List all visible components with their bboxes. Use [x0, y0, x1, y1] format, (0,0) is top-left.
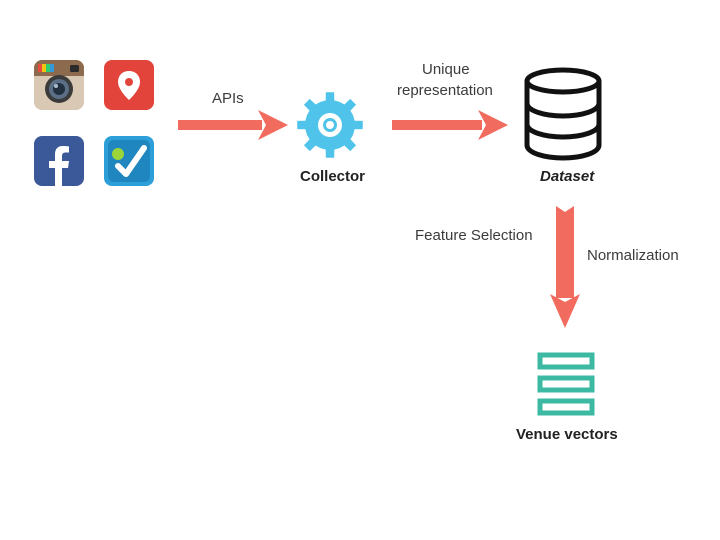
vector-stack-icon — [536, 351, 596, 419]
gear-icon — [296, 91, 364, 159]
feature-normalization-arrow — [548, 206, 582, 330]
map-pin-icon — [104, 60, 154, 110]
database-icon — [522, 67, 604, 161]
instagram-icon — [34, 60, 84, 110]
feature-selection-label: Feature Selection — [415, 227, 533, 244]
apis-label: APIs — [212, 90, 244, 107]
unique-representation-arrow — [392, 108, 512, 142]
collector-label: Collector — [300, 168, 366, 185]
unique-label-line1: Unique — [422, 61, 470, 78]
dataset-label: Dataset — [540, 168, 595, 185]
venue-vectors-label: Venue vectors — [516, 426, 618, 443]
facebook-icon — [34, 136, 84, 186]
apis-arrow — [178, 108, 290, 142]
normalization-label: Normalization — [587, 247, 679, 264]
foursquare-icon — [104, 136, 154, 186]
unique-label-line2: representation — [397, 82, 493, 99]
